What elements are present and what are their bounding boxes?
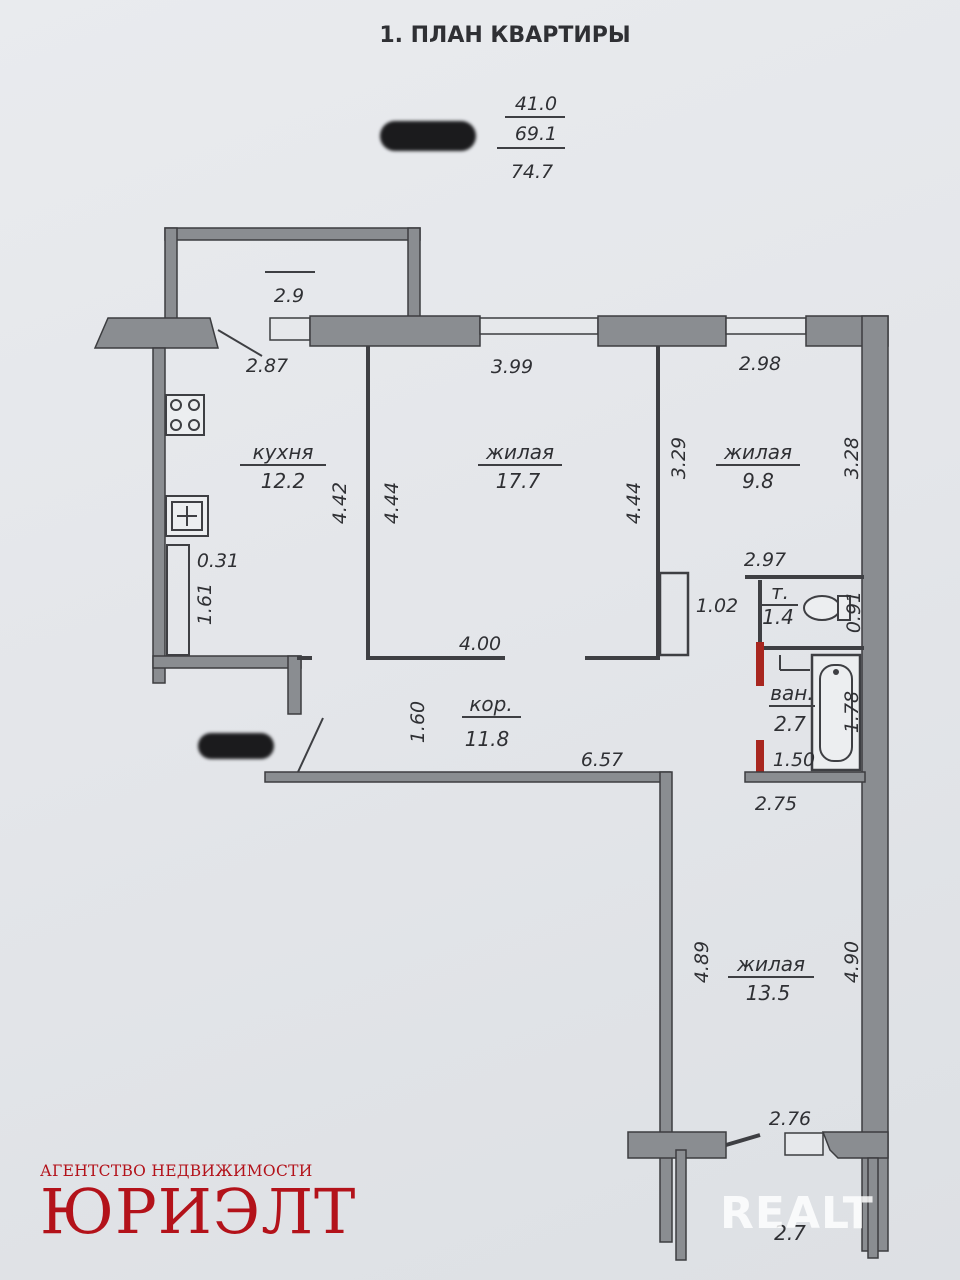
living-room-2-walls [658,571,864,657]
living-room-1-walls [366,346,660,660]
realt-watermark: REALT [720,1188,874,1239]
corridor-label: кор. [469,692,512,716]
bath-area: 2.7 [774,712,806,736]
wc-bath-walls [744,580,866,783]
redaction-mark-entrance [198,733,274,759]
stove-icon [165,394,205,436]
top-balcony [164,227,421,321]
dim-room2-width-bottom: 2.97 [744,549,786,571]
kitchen-label: кухня [253,440,314,464]
dim-kitchen-leader [217,329,263,357]
dim-corridor-width: 1.60 [407,701,429,743]
dim-room2-width-top: 2.98 [739,353,781,375]
plan-title: 1. ПЛАН КВАРТИРЫ [379,23,630,48]
toilet-icon [803,595,851,621]
dim-room1-left: 4.44 [381,482,403,524]
corridor-walls [264,717,673,1243]
dim-bath-width: 1.50 [773,749,815,771]
dim-room3-width-top: 2.75 [755,793,797,815]
dim-room1-right: 4.44 [623,482,645,524]
living-room-3-area: 13.5 [746,981,791,1005]
dim-wc-length: 0.91 [843,591,865,633]
dim-room3-left: 4.89 [691,941,713,983]
dim-room3-width-bottom: 2.76 [769,1108,811,1130]
wc-area: 1.4 [762,605,794,629]
living-room-2-area: 9.8 [742,469,774,493]
living-room-3-label: жилая [736,952,805,976]
dim-kitchen-width: 2.87 [246,355,288,377]
bath-label: ван. [770,681,813,705]
dim-bath-length: 1.78 [841,691,863,733]
agency-name: ЮРИЭЛТ [40,1175,357,1248]
kitchen-area: 12.2 [261,469,306,493]
balcony-bottom-area: 2.7 [774,1221,806,1245]
agency-branding: АГЕНТСТВО НЕДВИЖИМОСТИ ЮРИЭЛТ [40,1162,390,1244]
living-room-1-label: жилая [485,440,554,464]
kitchen-walls [152,347,312,715]
dim-room1-width-bottom: 4.00 [459,633,501,655]
living-room-2-label: жилая [723,440,792,464]
dim-room2-left: 3.29 [668,437,690,479]
agency-subtitle: АГЕНТСТВО НЕДВИЖИМОСТИ [40,1162,313,1180]
corridor-area: 11.8 [465,727,510,751]
dim-niche-depth: 0.31 [197,550,239,572]
living-area: 41.0 [515,93,557,115]
sink-icon [165,495,209,537]
redaction-mark-top [380,121,476,151]
balcony-top-area: 2.9 [274,285,304,307]
dim-room3-right: 4.90 [841,941,863,983]
dim-corridor-length: 6.57 [581,749,623,771]
total-area-with-balcony: 74.7 [511,161,553,183]
dim-closet-depth: 1.02 [696,595,738,617]
living-room-1-area: 17.7 [496,469,541,493]
exterior-wall-top [93,315,889,349]
wc-label: т. [771,580,789,604]
total-area: 69.1 [515,123,557,145]
dim-room2-right: 3.28 [841,437,863,479]
dim-kitchen-length: 4.42 [329,482,351,524]
bathtub-icon [810,653,862,772]
exterior-wall-right [861,315,889,1252]
dim-niche-length: 1.61 [194,583,216,625]
dim-room1-width-top: 3.99 [491,356,533,378]
bottom-balcony [627,1131,889,1261]
